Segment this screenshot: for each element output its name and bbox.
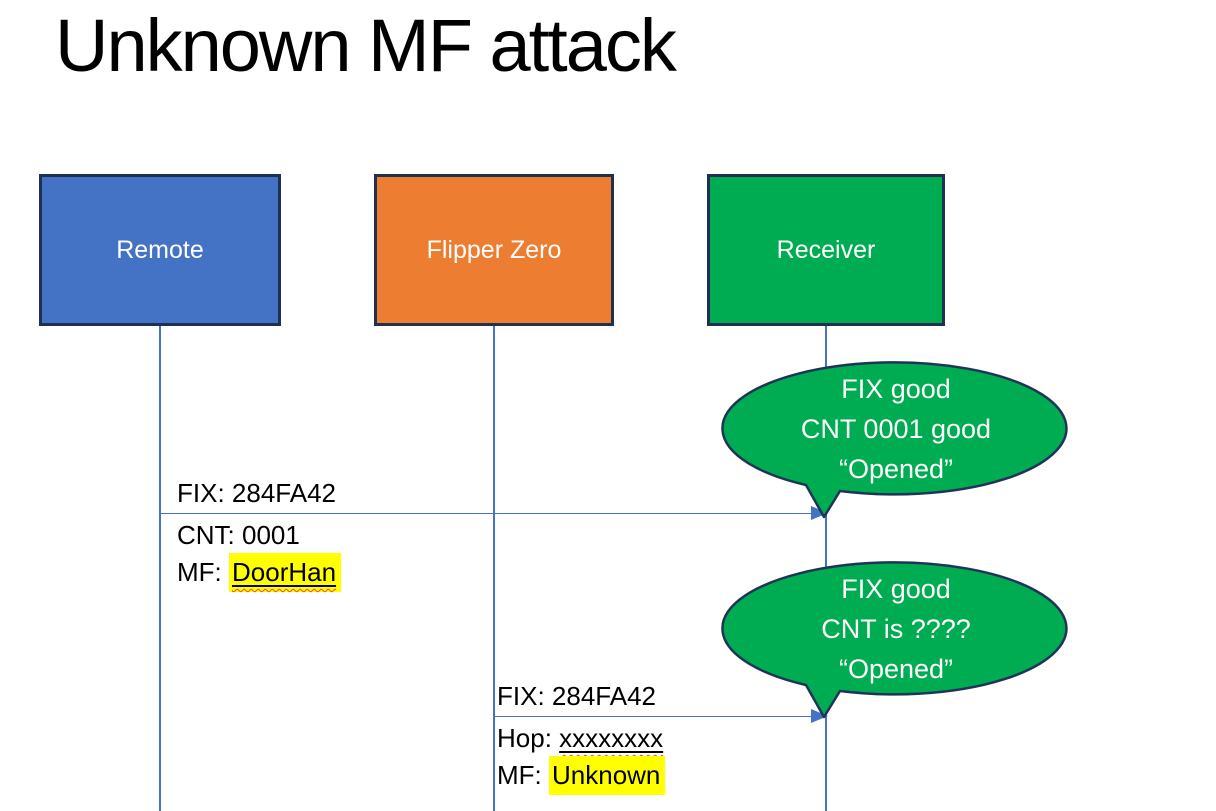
highlighted-text-unknown: Unknown xyxy=(549,756,666,795)
message1-fix-label: FIX: 284FA42 xyxy=(177,478,336,508)
message1-detail-labels: CNT: 0001 MF: DoorHan xyxy=(177,517,342,592)
actor-box-remote: Remote xyxy=(39,174,281,326)
speech-bubble-2-text: FIX good CNT is ???? “Opened” xyxy=(718,569,1074,689)
lifeline-flipper-zero xyxy=(493,326,495,811)
speech-bubble-2-shape xyxy=(721,561,1068,719)
message1-cnt-label: CNT: 0001 xyxy=(177,520,300,550)
speech-bubble-1-shape xyxy=(721,361,1068,519)
message2-mf-prefix: MF: xyxy=(497,760,549,790)
message2-detail-labels: Hop: xxxxxxxx MF: Unknown xyxy=(497,720,666,795)
message2-mf-value: Unknown xyxy=(552,760,661,790)
bubble2-line2: CNT is ???? xyxy=(821,614,971,644)
message1-arrow-line xyxy=(161,512,811,515)
message1-mf-prefix: MF: xyxy=(177,557,229,587)
speech-bubble-1 xyxy=(721,361,1068,519)
message2-mf-label: MF: Unknown xyxy=(497,756,666,795)
actor-label-receiver: Receiver xyxy=(776,235,876,264)
message2-arrow-line xyxy=(494,715,811,718)
actor-label-remote: Remote xyxy=(116,235,204,264)
message2-fix-label: FIX: 284FA42 xyxy=(497,681,656,711)
message1-mf-label: MF: DoorHan xyxy=(177,553,342,592)
message2-hop-prefix: Hop: xyxy=(497,723,560,753)
message2-hop-label: Hop: xxxxxxxx xyxy=(497,720,665,757)
lifeline-remote xyxy=(159,326,161,811)
highlighted-text-doorhan: DoorHan xyxy=(229,553,342,592)
page-title: Unknown MF attack xyxy=(55,4,677,87)
speech-bubble-2 xyxy=(721,561,1068,719)
message2-hop-value-underlined: xxxxxxxx xyxy=(559,723,663,753)
bubble1-line1: FIX good xyxy=(841,374,951,404)
message1-mf-value: DoorHan xyxy=(232,557,337,587)
bubble1-line2: CNT 0001 good xyxy=(800,414,992,444)
message2-hop-value: xxxxxxxx xyxy=(559,723,664,753)
speech-bubble-1-text: FIX good CNT 0001 good “Opened” xyxy=(718,369,1074,489)
bubble2-line1: FIX good xyxy=(841,574,951,604)
bubble1-line3: “Opened” xyxy=(838,454,954,484)
bubble2-line3: “Opened” xyxy=(838,654,954,684)
actor-box-flipper-zero: Flipper Zero xyxy=(374,174,614,326)
actor-box-receiver: Receiver xyxy=(707,174,945,326)
actor-label-flipper-zero: Flipper Zero xyxy=(426,235,562,264)
